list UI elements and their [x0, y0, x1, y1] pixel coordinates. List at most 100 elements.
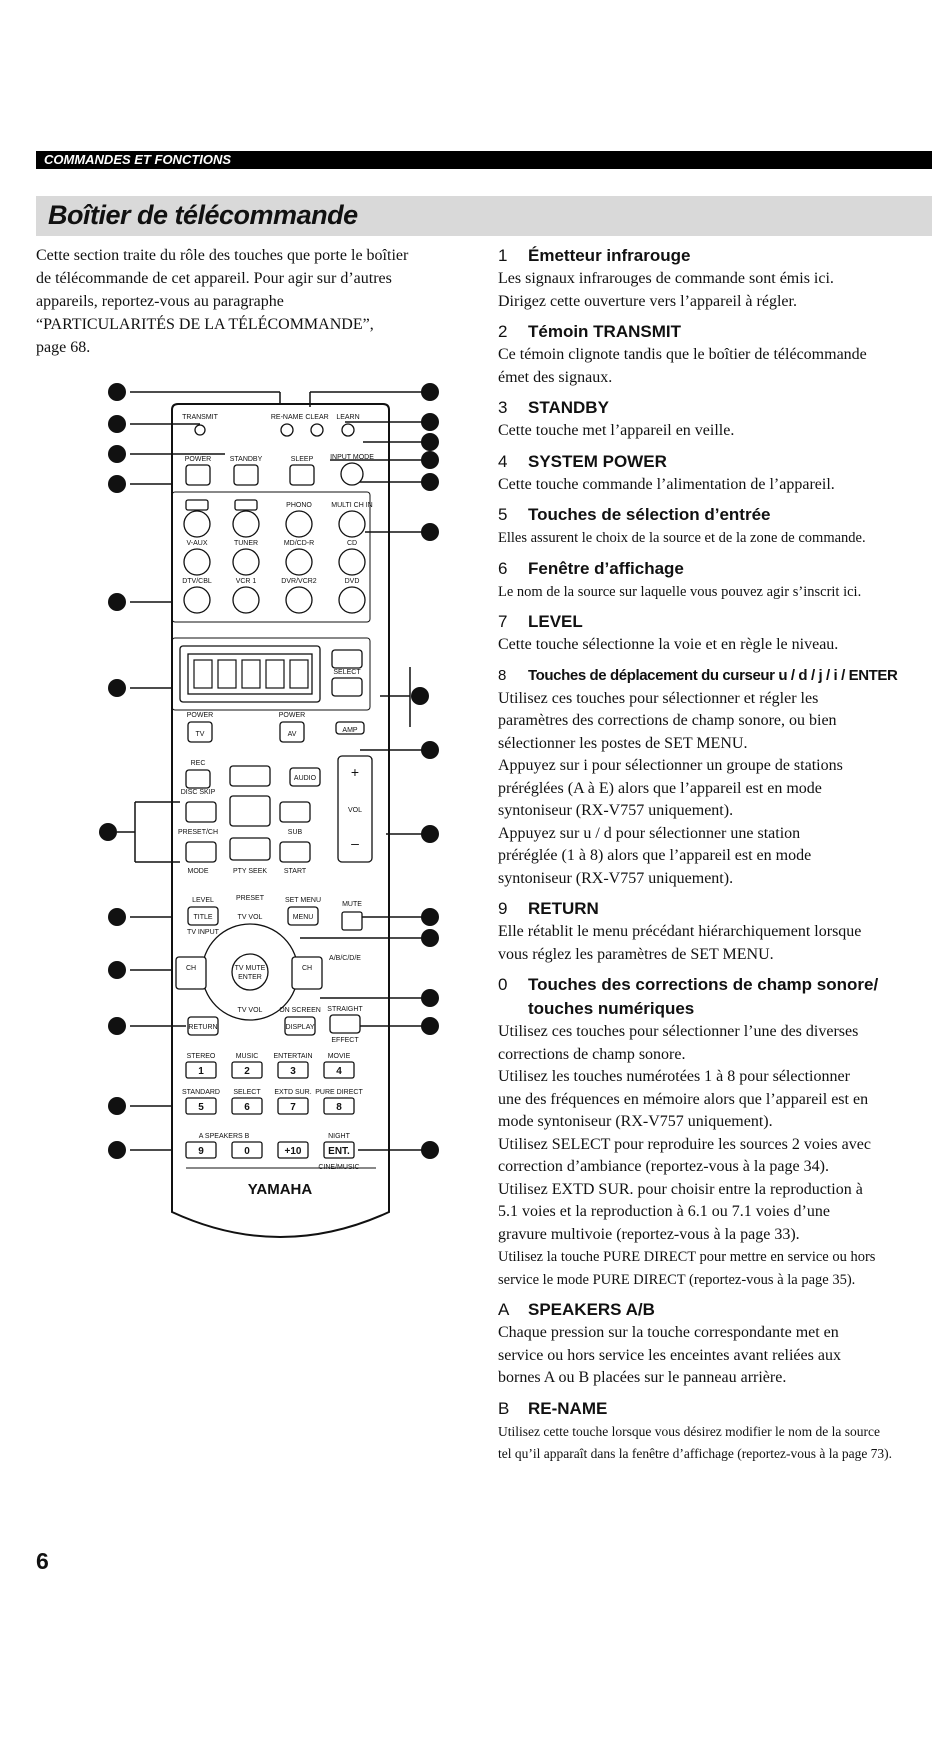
svg-text:AMP: AMP — [342, 727, 358, 734]
svg-text:9: 9 — [198, 1146, 204, 1157]
page-title-bar: Boîtier de télécommande — [36, 196, 932, 236]
item-text: Appuyez sur i pour sélectionner un group… — [498, 757, 843, 774]
svg-text:MENU: MENU — [293, 914, 314, 921]
item-text: Ce témoin clignote tandis que le boîtier… — [498, 346, 867, 363]
svg-text:DTV/CBL: DTV/CBL — [182, 578, 212, 585]
svg-text:POWER: POWER — [187, 712, 213, 719]
svg-text:CH: CH — [302, 965, 312, 972]
svg-text:EFFECT: EFFECT — [331, 1037, 359, 1044]
svg-text:INPUT MODE: INPUT MODE — [330, 454, 374, 461]
svg-text:POWER: POWER — [279, 712, 305, 719]
item-number: B — [498, 1398, 510, 1418]
item-title: STANDBY — [528, 398, 609, 417]
svg-text:SELECT: SELECT — [233, 1089, 261, 1096]
svg-text:MUSIC: MUSIC — [236, 1053, 259, 1060]
callout-markers — [99, 383, 439, 1159]
item-text: service le mode PURE DIRECT (reportez-vo… — [498, 1271, 856, 1288]
svg-text:TV VOL: TV VOL — [238, 1007, 263, 1014]
item-number: 1 — [498, 246, 508, 265]
svg-text:SELECT: SELECT — [333, 669, 361, 676]
svg-text:+: + — [351, 764, 359, 780]
svg-text:CD: CD — [347, 540, 357, 547]
item-text: Utilisez cette touche lorsque vous désir… — [498, 1423, 880, 1439]
item-text: tel qu’il apparaît dans la fenêtre d’aff… — [498, 1446, 893, 1461]
item-text: bornes A ou B placées sur le panneau arr… — [498, 1369, 787, 1386]
svg-text:TITLE: TITLE — [193, 914, 212, 921]
svg-text:DISC SKIP: DISC SKIP — [181, 789, 216, 796]
svg-text:ENT.: ENT. — [328, 1146, 350, 1157]
item-title: Fenêtre d’affichage — [528, 558, 684, 578]
svg-text:5: 5 — [198, 1102, 204, 1113]
svg-text:STRAIGHT: STRAIGHT — [327, 1006, 363, 1013]
svg-text:ON SCREEN: ON SCREEN — [279, 1007, 321, 1014]
item-text: Appuyez sur u / d pour sélectionner une … — [498, 824, 801, 842]
item-number: 0 — [498, 975, 508, 994]
svg-text:TV INPUT: TV INPUT — [187, 929, 220, 936]
item-number: 5 — [498, 505, 508, 524]
svg-text:MULTI CH IN: MULTI CH IN — [331, 502, 372, 509]
svg-text:6: 6 — [244, 1102, 250, 1113]
page-number: 6 — [36, 1548, 49, 1574]
item-number: 4 — [498, 451, 508, 471]
svg-text:TV: TV — [196, 731, 205, 738]
item-text: 5.1 voies et la reproduction à 6.1 ou 7.… — [498, 1203, 830, 1220]
item-title: SYSTEM POWER — [528, 451, 667, 471]
item-text: correction d’ambiance (reportez-vous à l… — [498, 1158, 829, 1175]
item-number: 7 — [498, 612, 508, 631]
svg-text:ENTER: ENTER — [238, 974, 262, 981]
page-title: Boîtier de télécommande — [48, 200, 358, 230]
section-header: COMMANDES ET FONCTIONS — [36, 151, 932, 169]
item-text: Cette touche sélectionne la voie et en r… — [498, 636, 839, 653]
svg-text:MUTE: MUTE — [342, 901, 362, 908]
svg-text:CH: CH — [186, 965, 196, 972]
item-text: Les signaux infrarouges de commande sont… — [498, 270, 834, 287]
item-descriptions: 1 Émetteur infrarouge Les signaux infraro… — [498, 244, 938, 1473]
item-1: 1 Émetteur infrarouge Les signaux infraro… — [498, 244, 938, 313]
item-text: vous réglez les paramètres de SET MENU. — [498, 945, 774, 963]
svg-text:MD/CD-R: MD/CD-R — [284, 540, 314, 547]
remote-brand-logo: YAMAHA — [248, 1181, 313, 1198]
svg-text:START: START — [284, 868, 307, 875]
item-text: paramètres des corrections de champ sono… — [498, 712, 837, 729]
svg-text:A/B/C/D/E: A/B/C/D/E — [329, 955, 361, 962]
svg-text:REC: REC — [191, 760, 206, 767]
intro-line: “PARTICULARITÉS DE LA TÉLÉCOMMANDE”, — [36, 316, 374, 333]
item-text: Elle rétablit le menu précédant hiérarch… — [498, 923, 862, 940]
svg-text:RETURN: RETURN — [188, 1024, 217, 1031]
item-text: Utilisez ces touches pour sélectionner l… — [498, 1023, 859, 1040]
svg-text:NIGHT: NIGHT — [328, 1133, 351, 1140]
svg-text:DVR/VCR2: DVR/VCR2 — [281, 578, 317, 585]
svg-text:PRESET/CH: PRESET/CH — [178, 829, 218, 836]
svg-text:PRESET: PRESET — [236, 895, 265, 902]
svg-text:LEARN: LEARN — [336, 414, 359, 421]
item-title: LEVEL — [528, 612, 583, 631]
svg-text:3: 3 — [290, 1066, 296, 1077]
svg-text:7: 7 — [290, 1102, 296, 1113]
svg-text:POWER: POWER — [185, 456, 211, 463]
svg-text:SUB: SUB — [288, 829, 303, 836]
item-title: RETURN — [528, 899, 599, 918]
svg-text:CINE/MUSIC: CINE/MUSIC — [318, 1164, 359, 1171]
svg-text:MODE: MODE — [188, 868, 209, 875]
svg-text:4: 4 — [336, 1066, 342, 1077]
item-text: Chaque pression sur la touche correspond… — [498, 1324, 839, 1341]
item-title: Émetteur infrarouge — [528, 246, 691, 265]
item-text: Cette touche met l’appareil en veille. — [498, 422, 735, 439]
item-text: une des fréquences en mémoire alors que … — [498, 1090, 869, 1108]
svg-text:1: 1 — [198, 1066, 204, 1077]
item-text: préréglées (A à E) alors que l’appareil … — [498, 779, 822, 797]
item-text: sélectionner les postes de SET MENU. — [498, 734, 748, 752]
item-text: service ou hors service les enceintes av… — [498, 1346, 841, 1364]
svg-text:STEREO: STEREO — [187, 1053, 216, 1060]
item-title: Touches des corrections de champ sonore/… — [528, 975, 879, 1018]
item-text: Le nom de la source sur laquelle vous po… — [498, 583, 862, 600]
svg-text:AUDIO: AUDIO — [294, 775, 317, 782]
svg-text:VOL: VOL — [348, 807, 362, 814]
